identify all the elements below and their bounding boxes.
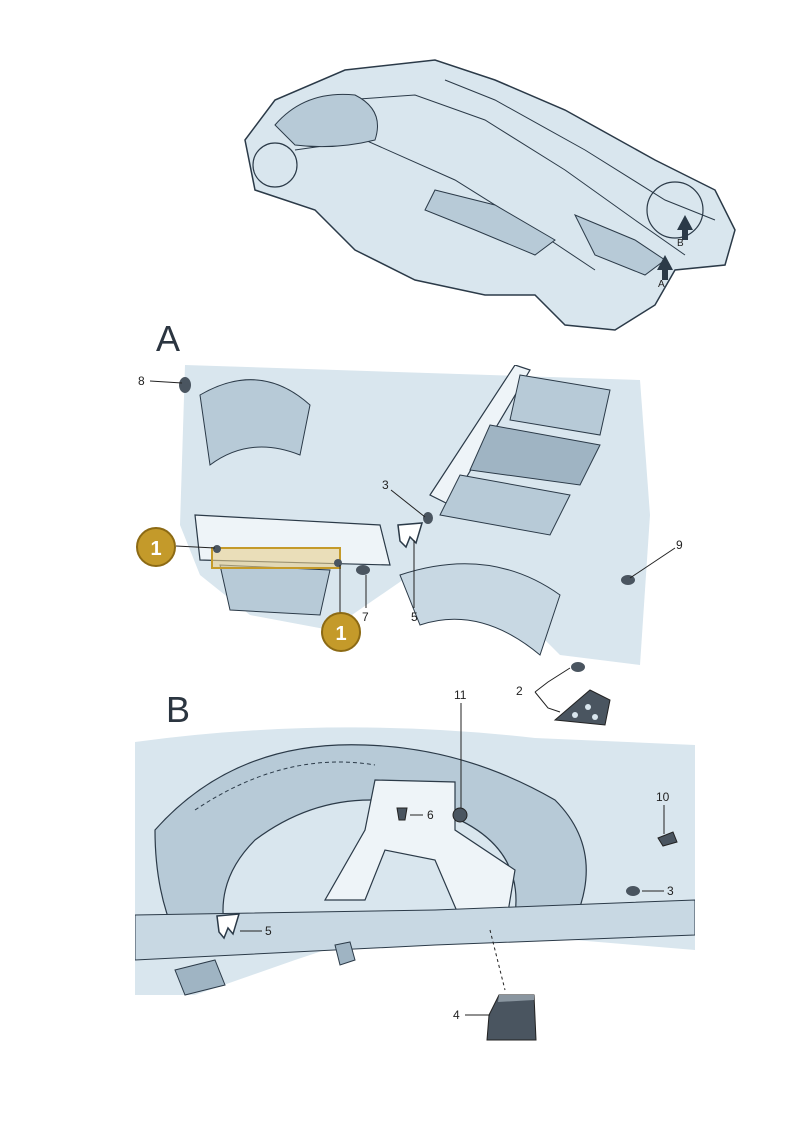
callout-6: 6 <box>427 808 434 822</box>
view-a-part-bracket <box>553 689 611 726</box>
callout-2: 2 <box>516 684 523 698</box>
callout-10: 10 <box>656 790 670 804</box>
highlight-badge-1-left: 1 <box>136 527 176 567</box>
highlight-badge-1-bottom: 1 <box>321 612 361 652</box>
callout-4: 4 <box>453 1008 460 1022</box>
view-b-part-cover <box>486 994 537 1041</box>
view-a-letter: A <box>156 318 181 359</box>
callout-3: 3 <box>382 478 389 492</box>
callout-3-b: 3 <box>667 884 674 898</box>
view-b-letter: B <box>166 689 191 730</box>
callout-8: 8 <box>138 374 145 388</box>
view-a-diagram <box>179 365 650 672</box>
callout-5: 5 <box>411 610 418 624</box>
callout-11: 11 <box>454 688 467 702</box>
overview-label-b: B <box>677 238 684 249</box>
view-b-diagram <box>135 727 695 996</box>
callout-5-b: 5 <box>265 924 272 938</box>
callout-7: 7 <box>362 610 369 624</box>
overview-car-diagram: B A <box>244 59 736 331</box>
overview-label-a: A <box>658 279 665 290</box>
callout-9: 9 <box>676 538 683 552</box>
